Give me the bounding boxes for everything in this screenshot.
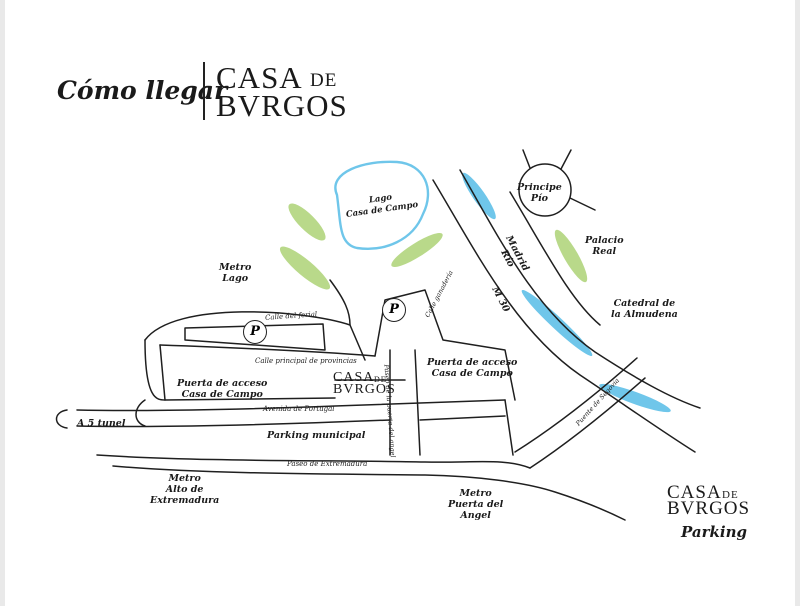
road-east-edge (504, 399, 514, 456)
road-block-edge (159, 344, 166, 401)
parking-marker[interactable]: P (382, 298, 406, 322)
road-puente-segovia-north (514, 357, 638, 453)
legend-logo-de: DE (722, 489, 739, 501)
road-avenida-portugal-south (76, 419, 391, 428)
palacio-real-label: Palacio Real (585, 235, 624, 257)
river-segment (462, 172, 496, 220)
river-segment (599, 383, 671, 413)
principe-pio-label: Principe Pío (517, 182, 562, 204)
legend-parking-label: Parking (681, 523, 747, 541)
catedral-label: Catedral de la Almudena (611, 298, 678, 320)
road-paseo-extremadura-south (112, 465, 626, 521)
road-river-east (509, 191, 601, 326)
como-llegar-title: Cómo llegar (57, 76, 228, 105)
brand-casa: CASA (216, 60, 303, 95)
park-area (391, 233, 443, 267)
parking-loop (184, 323, 326, 351)
puerta-acceso-right-label: Puerta de acceso Casa de Campo (427, 357, 518, 379)
map-drawing (55, 149, 701, 521)
legend-logo-casa: CASA (667, 482, 722, 503)
map-logo-casa[interactable]: CASA (333, 370, 375, 385)
park-area (554, 229, 588, 283)
parking-municipal-label: Parking municipal (267, 430, 366, 441)
road-calle-ferial (144, 311, 366, 361)
road-paseo-angel-east (414, 349, 421, 456)
metro-alto-extremadura-label: Metro Alto de Extremadura (150, 473, 220, 506)
road-puente-segovia-south (529, 377, 646, 469)
paseo-extremadura-label: Paseo de Extremadura (287, 460, 368, 468)
roads (55, 149, 701, 521)
calle-provincias-label: Calle principal de provincias (255, 357, 357, 365)
map-logo-burgos: BVRGOS (333, 382, 396, 397)
road-m30-west (432, 179, 696, 453)
puerta-acceso-left-label: Puerta de acceso Casa de Campo (177, 378, 268, 400)
road-avenida-portugal-south-east (419, 415, 506, 421)
a5-tunel-label: A 5 tunel (77, 418, 126, 429)
header-divider (203, 62, 205, 120)
road-a5-curve (55, 409, 68, 429)
road-calle-ganaderia-link (329, 279, 351, 326)
metro-puerta-angel-label: Metro Puerta del Angel (448, 488, 504, 521)
brand-de: DE (310, 70, 338, 91)
road-paseo-extremadura-north (96, 454, 531, 469)
map-page: Cómo llegar CASA DE BVRGOS (5, 0, 795, 606)
road-spoke (569, 197, 596, 211)
park-areas (279, 203, 588, 290)
park-area (279, 246, 331, 290)
river (462, 172, 671, 413)
road-spoke (522, 149, 531, 169)
avenida-portugal-label: Avenida de Portugal (263, 405, 335, 413)
road-spoke (560, 149, 572, 170)
park-area (288, 203, 326, 241)
parking-marker[interactable]: P (243, 320, 267, 344)
map-logo-de: DE (374, 375, 387, 384)
lago-outline (334, 160, 430, 250)
metro-lago-label: Metro Lago (219, 262, 252, 284)
road-m30-east (459, 169, 701, 409)
river-segment (521, 289, 593, 357)
brand-burgos: BVRGOS (216, 88, 348, 123)
road-a5-link (135, 399, 146, 427)
roundabout-principe-pio (518, 163, 572, 217)
road-calle-provincias (159, 344, 376, 357)
legend-logo-burgos: BVRGOS (667, 498, 751, 519)
road-avenida-portugal-north (76, 399, 506, 412)
